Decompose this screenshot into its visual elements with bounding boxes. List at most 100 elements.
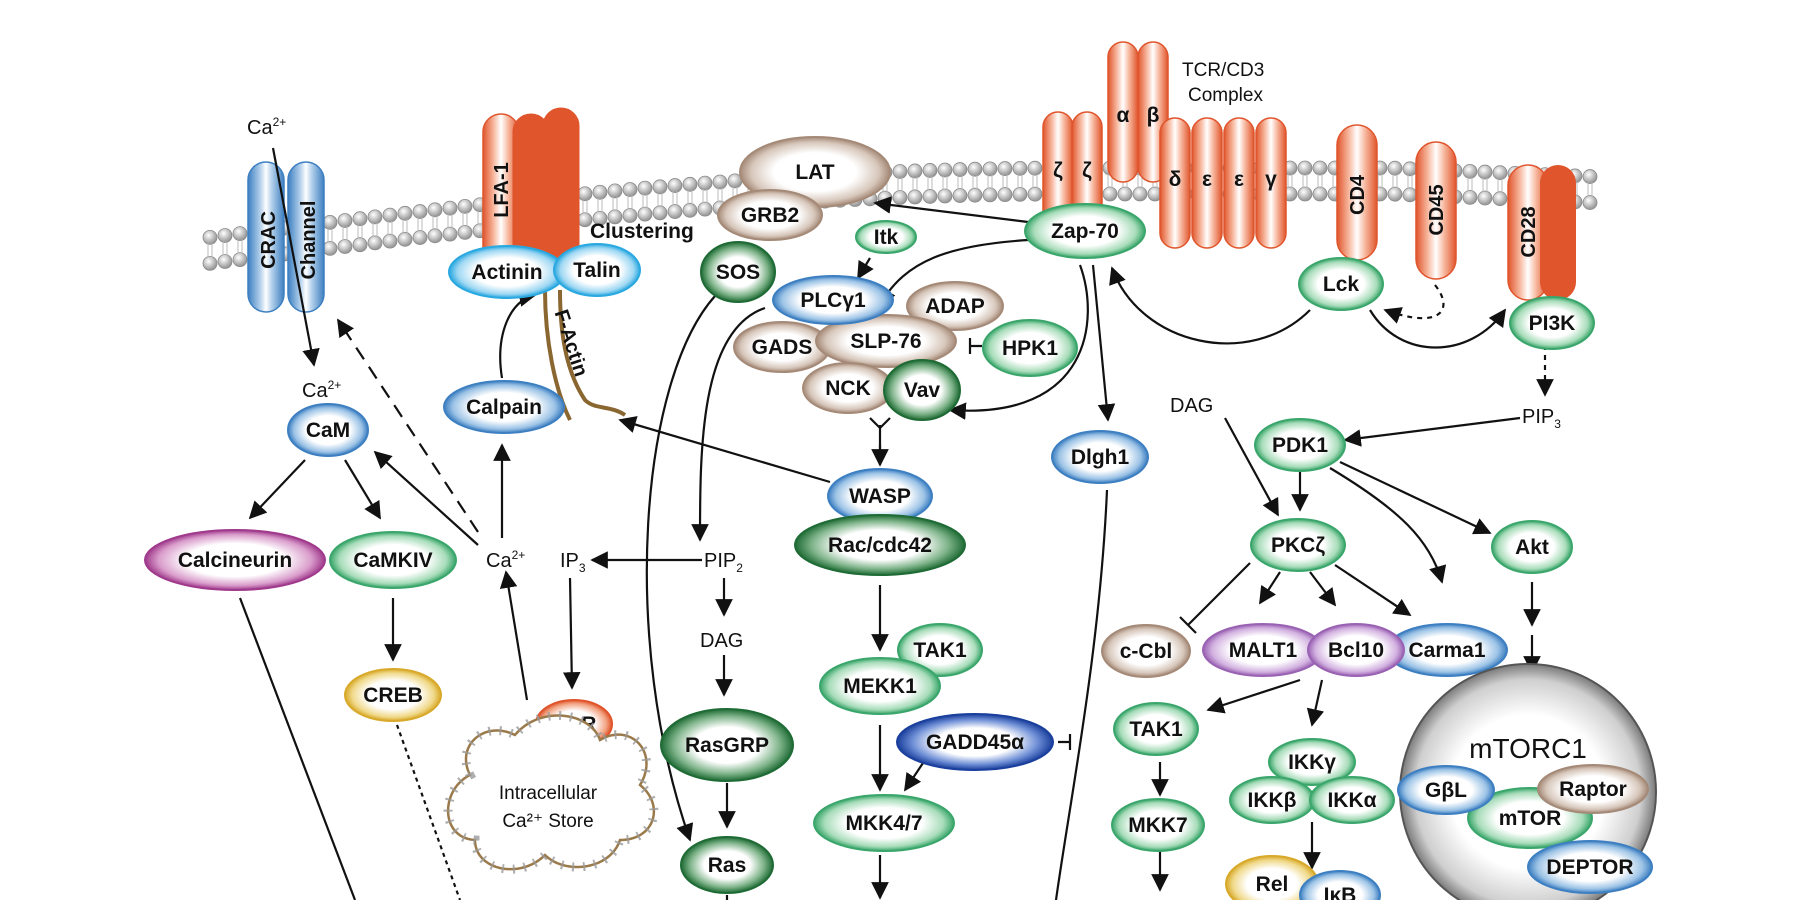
arrow-ca-cam: [373, 450, 479, 546]
cd4-label: CD4: [1347, 174, 1369, 215]
node-label-ccbl: c-Cbl: [1120, 640, 1173, 663]
node-label-dlgh1: Dlgh1: [1071, 446, 1130, 469]
intracellular-ca-store: Intracellular Ca²⁺ Store: [443, 711, 659, 874]
node-dlgh1: Dlgh1: [1051, 430, 1149, 484]
node-pdk1: PDK1: [1254, 418, 1346, 472]
node-label-lat: LAT: [795, 161, 834, 184]
node-akt: Akt: [1491, 520, 1573, 574]
cd45-receptor: CD45: [1415, 141, 1457, 280]
f-actin-filament: [558, 289, 627, 417]
cd28-receptor: CD28: [1507, 164, 1576, 301]
node-ras: Ras: [680, 836, 774, 894]
node-label-ikkg: IKKγ: [1288, 751, 1336, 774]
node-shape: [1491, 520, 1573, 574]
arrow-zap70-vav: [948, 264, 1089, 420]
arrow-ip3r-ca: [499, 570, 529, 701]
arrow-lck-pi3k: [1369, 308, 1507, 349]
node-adap: ADAP: [906, 281, 1004, 331]
cd3-chain: [1223, 117, 1255, 249]
arrow-bcl10-tak1: [1206, 678, 1301, 714]
mtorc1-label: mTORC1: [1469, 733, 1587, 764]
cd4-receptor: CD4: [1336, 124, 1378, 261]
node-ikkg: IKKγ: [1268, 738, 1356, 786]
arrow-pkc-carma1: [1334, 564, 1412, 616]
node-shape: [344, 668, 442, 722]
node-pi3k: PI3K: [1509, 296, 1595, 350]
node-ikkb: IKKβ: [1229, 776, 1315, 824]
node-label-actinin: Actinin: [471, 261, 542, 284]
node-wasp: WASP: [827, 468, 933, 524]
cd3-chain-label: ε: [1202, 168, 1212, 191]
node-label-camkiv: CaMKIV: [353, 549, 432, 572]
f-actin-label: F-Actin: [550, 307, 592, 379]
node-slp76: SLP-76: [815, 314, 957, 368]
arrow-calpain-actinin: [499, 289, 537, 379]
node-shape: [897, 623, 983, 677]
node-label-nck: NCK: [825, 377, 871, 400]
node-shape: [717, 189, 823, 241]
arrow-ip3-ip3r: [562, 577, 581, 690]
line-dlgh1-down: [1054, 489, 1109, 900]
lfa1-integrin: LFA-1F-Actin: [482, 107, 627, 421]
arrow-cd45-lck: [1383, 284, 1445, 324]
node-label-bcl10: Bcl10: [1328, 639, 1384, 662]
channel-label: Channel: [298, 201, 320, 280]
node-label-pi3k: PI3K: [1529, 312, 1576, 335]
node-label-lck: Lck: [1323, 273, 1360, 296]
node-shape: [1250, 518, 1346, 572]
node-shape: [855, 220, 917, 254]
node-label-zap70: Zap-70: [1051, 220, 1119, 243]
node-label-akt: Akt: [1515, 536, 1549, 559]
crac-channel-left: [247, 161, 285, 313]
cd3-chain-label: γ: [1265, 168, 1277, 191]
node-shape: [896, 713, 1054, 771]
node-shape: [1268, 738, 1356, 786]
node-label-mkk47: MKK4/7: [845, 812, 922, 835]
node-label-gadd45: GADD45α: [926, 731, 1024, 754]
node-label-tak1-a: TAK1: [913, 639, 967, 662]
node-label-carma1: Carma1: [1408, 639, 1485, 662]
node-label-malt1: MALT1: [1229, 639, 1298, 662]
node-shape: [1307, 623, 1405, 677]
node-tak1-a: TAK1: [897, 623, 983, 677]
node-label-rasgrp: RasGRP: [685, 734, 769, 757]
node-label-ikb: IκB: [1324, 884, 1357, 900]
pip3-label: PIP3: [1522, 406, 1561, 431]
node-actinin: Actinin: [448, 245, 566, 299]
arrow-pip3-pdk1: [1343, 416, 1521, 447]
node-shape: [1254, 418, 1346, 472]
arrow-wasp-factin: [618, 416, 831, 484]
node-calpain: Calpain: [443, 380, 565, 434]
arrow-plcg1-pip2: [691, 306, 766, 542]
cd3-chain-label: α: [1117, 104, 1130, 127]
node-label-gbl: GβL: [1425, 779, 1467, 802]
node-carma1: Carma1: [1386, 623, 1508, 677]
node-shape: [1298, 257, 1384, 311]
arrow-gadd45-mkk47: [904, 759, 926, 792]
node-label-rel: Rel: [1256, 873, 1289, 896]
node-nck: NCK: [802, 362, 894, 414]
node-label-calcineurin: Calcineurin: [178, 549, 292, 572]
node-gadd45: GADD45α: [896, 713, 1054, 771]
arrow-itk-plcg1: [857, 257, 874, 280]
dag-left-label: DAG: [700, 630, 743, 652]
inhibit-hpk1-slp76: [968, 338, 982, 354]
node-label-grb2: GRB2: [741, 204, 799, 227]
node-shape: [1101, 624, 1191, 678]
node-label-talin: Talin: [573, 259, 620, 282]
node-shape: [1309, 776, 1395, 824]
node-shape: [680, 836, 774, 894]
line-creb-down: [395, 724, 462, 900]
node-gads: GADS: [733, 321, 831, 373]
node-shape: [982, 319, 1078, 377]
node-label-rac: Rac/cdc42: [828, 534, 932, 557]
pathway-arrows: [238, 147, 1554, 900]
arrow-pdk1-carma1: [1329, 467, 1447, 584]
node-itk: Itk: [855, 220, 917, 254]
node-label-mekk1: MEKK1: [843, 675, 917, 698]
node-label-pdk1: PDK1: [1272, 434, 1328, 457]
node-vav: Vav: [883, 359, 961, 421]
